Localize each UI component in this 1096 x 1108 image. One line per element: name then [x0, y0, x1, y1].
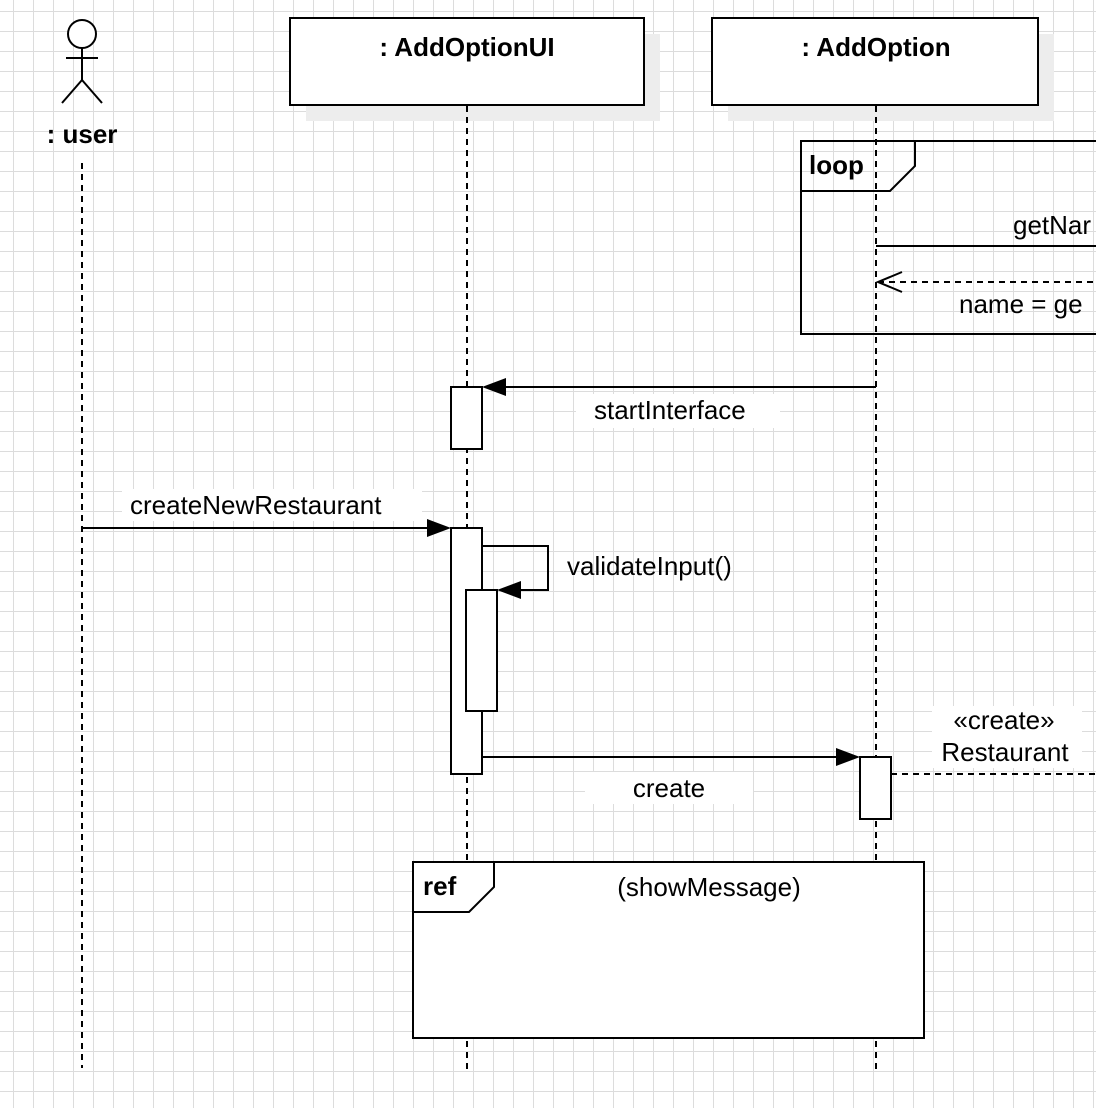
ref-fragment-tab [413, 862, 495, 913]
activation-addoptionui-nested [465, 589, 498, 712]
ref-fragment-label: (showMessage) [617, 872, 801, 902]
actor-user-label: : user [47, 119, 118, 149]
addoption-label: : AddOption [801, 32, 950, 62]
create-target-label: Restaurant [941, 737, 1069, 767]
message-startinterface[interactable]: startInterface [482, 378, 876, 428]
loop-fragment[interactable]: loop [800, 140, 1096, 335]
message-arrowhead-icon [836, 748, 860, 766]
message-create[interactable]: create [482, 748, 860, 804]
message-createnewrestaurant[interactable]: createNewRestaurant [82, 489, 451, 537]
actor-stick-figure-icon [61, 19, 103, 104]
actor-user[interactable]: : user [47, 19, 118, 149]
addoptionui-label: : AddOptionUI [379, 32, 554, 62]
message-validateinput-label: validateInput() [567, 551, 732, 581]
message-startinterface-label: startInterface [594, 395, 746, 425]
message-arrowhead-icon [427, 519, 451, 537]
message-arrowhead-icon [482, 378, 506, 396]
message-getname-label: getNar [1013, 210, 1091, 240]
lifeline-head-addoptionui[interactable]: : AddOptionUI [289, 17, 645, 106]
message-createnewrestaurant-label: createNewRestaurant [130, 490, 382, 520]
ref-operator-label: ref [423, 871, 457, 901]
activation-addoptionui-1 [450, 386, 483, 450]
message-name-return[interactable]: name = ge [875, 271, 1096, 319]
loop-fragment-tab [801, 141, 916, 192]
message-validateinput[interactable]: validateInput() [482, 545, 732, 599]
message-create-restaurant[interactable]: «create» Restaurant [891, 705, 1096, 775]
message-arrowhead-icon [497, 581, 521, 599]
create-stereotype-label: «create» [953, 705, 1054, 735]
message-create-label: create [633, 773, 705, 803]
ref-fragment[interactable]: ref (showMessage) [412, 861, 925, 1039]
message-getname[interactable]: getNar [876, 210, 1096, 247]
return-arrowhead-icon [875, 271, 903, 293]
message-name-return-label: name = ge [959, 289, 1083, 319]
lifeline-head-addoption[interactable]: : AddOption [711, 17, 1039, 106]
activation-addoption [859, 756, 892, 820]
loop-operator-label: loop [809, 150, 864, 180]
